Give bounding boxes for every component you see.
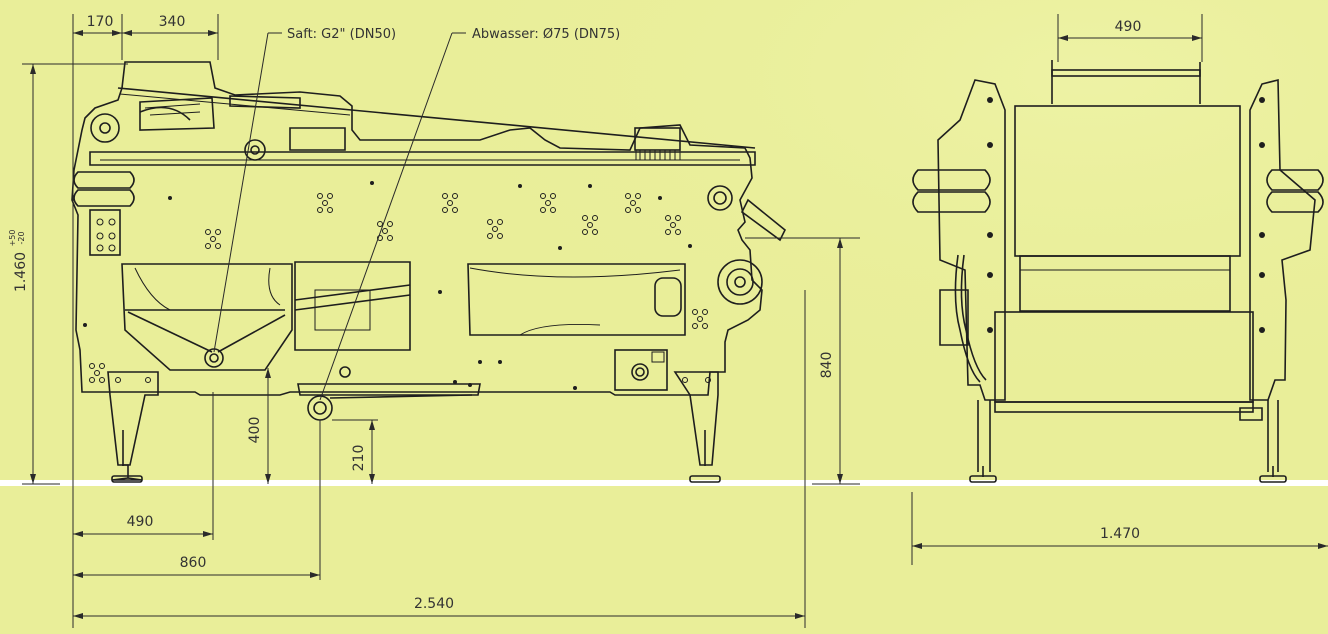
small-holes	[83, 181, 692, 390]
dim-height-840: 840	[819, 352, 835, 379]
dim-top-340: 340	[159, 14, 186, 30]
dim-side-490: 490	[1115, 19, 1142, 35]
machine-side-view	[912, 60, 1324, 483]
dim-height-tol-plus: +50	[8, 230, 17, 247]
callout-leaders	[213, 32, 466, 401]
motor-fins	[639, 150, 676, 160]
dim-top-170: 170	[87, 14, 114, 30]
dim-height-total: 1.460	[13, 252, 29, 292]
hole-patterns	[89, 193, 708, 383]
dim-width-2540: 2.540	[414, 596, 454, 612]
machine-front-view	[71, 61, 787, 483]
dim-side-1470: 1.470	[1100, 526, 1140, 542]
dimension-lines-side	[911, 14, 1328, 565]
dim-width-860: 860	[180, 555, 207, 571]
dim-height-210: 210	[351, 445, 367, 472]
dim-height-tol-minus: -20	[17, 231, 26, 244]
dimension-lines-front	[22, 14, 860, 628]
callout-juice: Saft: G2" (DN50)	[287, 27, 396, 42]
side-bolts	[987, 97, 1265, 333]
dim-width-490-left: 490	[127, 514, 154, 530]
floor-line	[0, 480, 1328, 486]
callout-wastewater: Abwasser: Ø75 (DN75)	[472, 27, 620, 42]
dim-height-400: 400	[247, 417, 263, 444]
